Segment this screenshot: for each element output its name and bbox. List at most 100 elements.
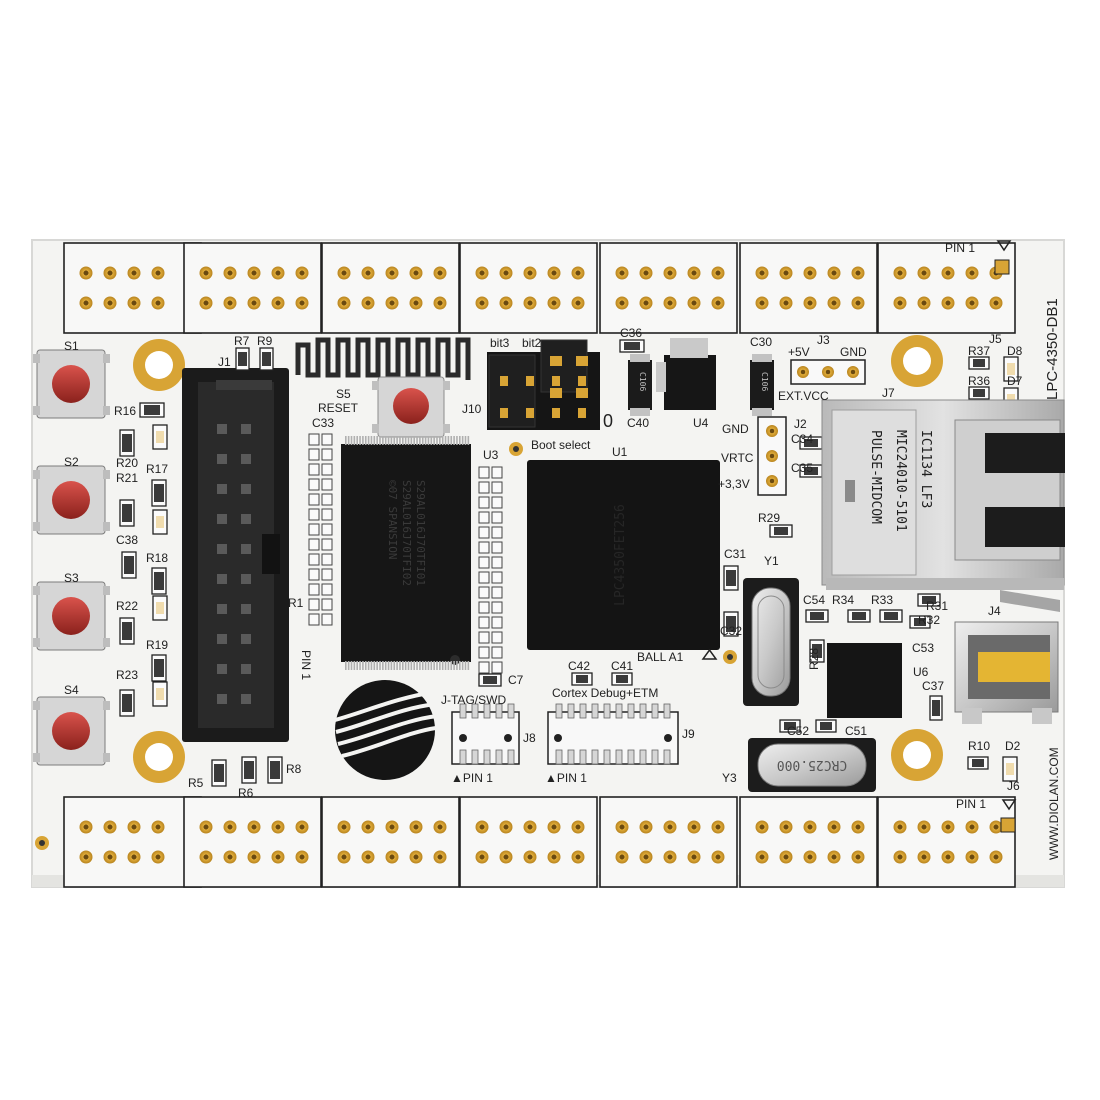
eth-marking-3: IC1134 LF3 xyxy=(918,430,933,508)
header-pin-pad xyxy=(247,296,261,310)
j10-pin xyxy=(552,408,560,418)
header-pin-pad xyxy=(499,296,513,310)
header-pin-pad xyxy=(827,850,841,864)
j1-box-header xyxy=(182,368,289,742)
header-pin-pad xyxy=(151,850,165,864)
header-pin-pad xyxy=(295,850,309,864)
bottom-header-segment xyxy=(321,796,460,888)
header-pin-pad xyxy=(965,266,979,280)
connector-pad xyxy=(507,703,515,719)
header-pin-pad xyxy=(433,266,447,280)
j1-pin xyxy=(217,454,227,464)
label-jtag: J-TAG/SWD xyxy=(441,693,506,707)
header-pin-pad xyxy=(755,296,769,310)
s3-push-button[interactable] xyxy=(33,581,110,651)
ref-s4: S4 xyxy=(64,683,79,697)
header-pin-pad xyxy=(615,266,629,280)
s1-push-button[interactable] xyxy=(33,349,110,419)
j1-pin xyxy=(217,424,227,434)
ref-c52: C52 xyxy=(787,724,809,738)
smd-passive xyxy=(967,756,989,770)
header-pin-pad xyxy=(247,266,261,280)
j10-pin xyxy=(578,376,586,386)
smd-passive xyxy=(909,615,931,629)
smd-passive xyxy=(799,464,823,478)
header-pin-pad xyxy=(779,266,793,280)
header-pin-pad xyxy=(271,266,285,280)
ref-j7: J7 xyxy=(882,386,895,400)
u6-usb-phy-chip xyxy=(827,643,902,718)
top-header-segment xyxy=(321,242,460,334)
y3-marking: CRC25.000 xyxy=(777,757,847,772)
j1-pin xyxy=(241,574,251,584)
s4-push-button[interactable] xyxy=(33,696,110,766)
ref-r36: R36 xyxy=(968,374,990,388)
header-pin-pad xyxy=(409,296,423,310)
header-pin-pad xyxy=(199,850,213,864)
s2-push-button[interactable] xyxy=(33,465,110,535)
j1-pin xyxy=(217,634,227,644)
j4-mini-usb-connector[interactable] xyxy=(954,621,1059,724)
header-pin-pad xyxy=(433,296,447,310)
ref-j6: J6 xyxy=(1007,779,1020,793)
led-indicator xyxy=(152,509,168,535)
connector-pad xyxy=(459,703,467,719)
header-pin-pad xyxy=(271,850,285,864)
label-pin1-bottom: PIN 1 xyxy=(956,797,986,811)
header-pin-pad xyxy=(711,850,725,864)
j2-power-header[interactable] xyxy=(757,416,787,496)
ref-c38: C38 xyxy=(116,533,138,547)
ref-r7: R7 xyxy=(234,334,250,348)
smd-passive xyxy=(879,609,903,623)
label-pin1-top: PIN 1 xyxy=(945,241,975,255)
ref-s5: S5 xyxy=(336,387,351,401)
ref-r6: R6 xyxy=(238,786,254,800)
connector-pad xyxy=(555,703,563,719)
j10-pin xyxy=(550,388,562,398)
header-pin-pad xyxy=(475,850,489,864)
j3-power-select-header[interactable] xyxy=(790,359,866,385)
ref-d8: D8 xyxy=(1007,344,1023,358)
j1-pin xyxy=(217,604,227,614)
header-pin-pad xyxy=(361,820,375,834)
connector-pad xyxy=(579,703,587,719)
j9-etm-connector[interactable] xyxy=(547,711,679,765)
ref-r9: R9 xyxy=(257,334,273,348)
ref-c34: C34 xyxy=(791,432,813,446)
header-pin-pad xyxy=(965,820,979,834)
j1-pin xyxy=(241,604,251,614)
button-cap-icon xyxy=(52,481,90,519)
ref-r28: R28 xyxy=(807,648,821,670)
smd-passive xyxy=(968,386,990,400)
ref-r10: R10 xyxy=(968,739,990,753)
button-cap-icon xyxy=(52,597,90,635)
smd-passive xyxy=(805,609,829,623)
top-header-segment xyxy=(739,242,878,334)
ref-r33: R33 xyxy=(871,593,893,607)
header-pin-pad xyxy=(523,850,537,864)
header-pin-pad xyxy=(199,266,213,280)
connector-pad xyxy=(471,703,479,719)
header-pin-pad xyxy=(571,850,585,864)
connector-pad xyxy=(615,703,623,719)
ref-j4: J4 xyxy=(988,604,1001,618)
c30-marking: C106 xyxy=(760,372,769,391)
header-pin-pad xyxy=(475,296,489,310)
j7-ethernet-jack[interactable] xyxy=(821,399,1065,612)
antenna-trace xyxy=(295,337,471,380)
ref-r8: R8 xyxy=(286,762,302,776)
s5-reset-button[interactable] xyxy=(372,376,450,438)
ref-d7: D7 xyxy=(1007,374,1023,388)
ref-c37: C37 xyxy=(922,679,944,693)
header-pin-pad xyxy=(523,820,537,834)
header-pin-pad xyxy=(199,296,213,310)
bottom-header-segment xyxy=(459,796,598,888)
ball-a1-marker xyxy=(701,648,718,660)
connector-pad xyxy=(603,703,611,719)
ref-u4: U4 xyxy=(693,416,709,430)
j1-pin xyxy=(217,544,227,554)
header-pin-pad xyxy=(127,820,141,834)
header-pin-pad xyxy=(615,296,629,310)
ref-j10: J10 xyxy=(462,402,482,416)
smd-passive xyxy=(723,565,739,591)
